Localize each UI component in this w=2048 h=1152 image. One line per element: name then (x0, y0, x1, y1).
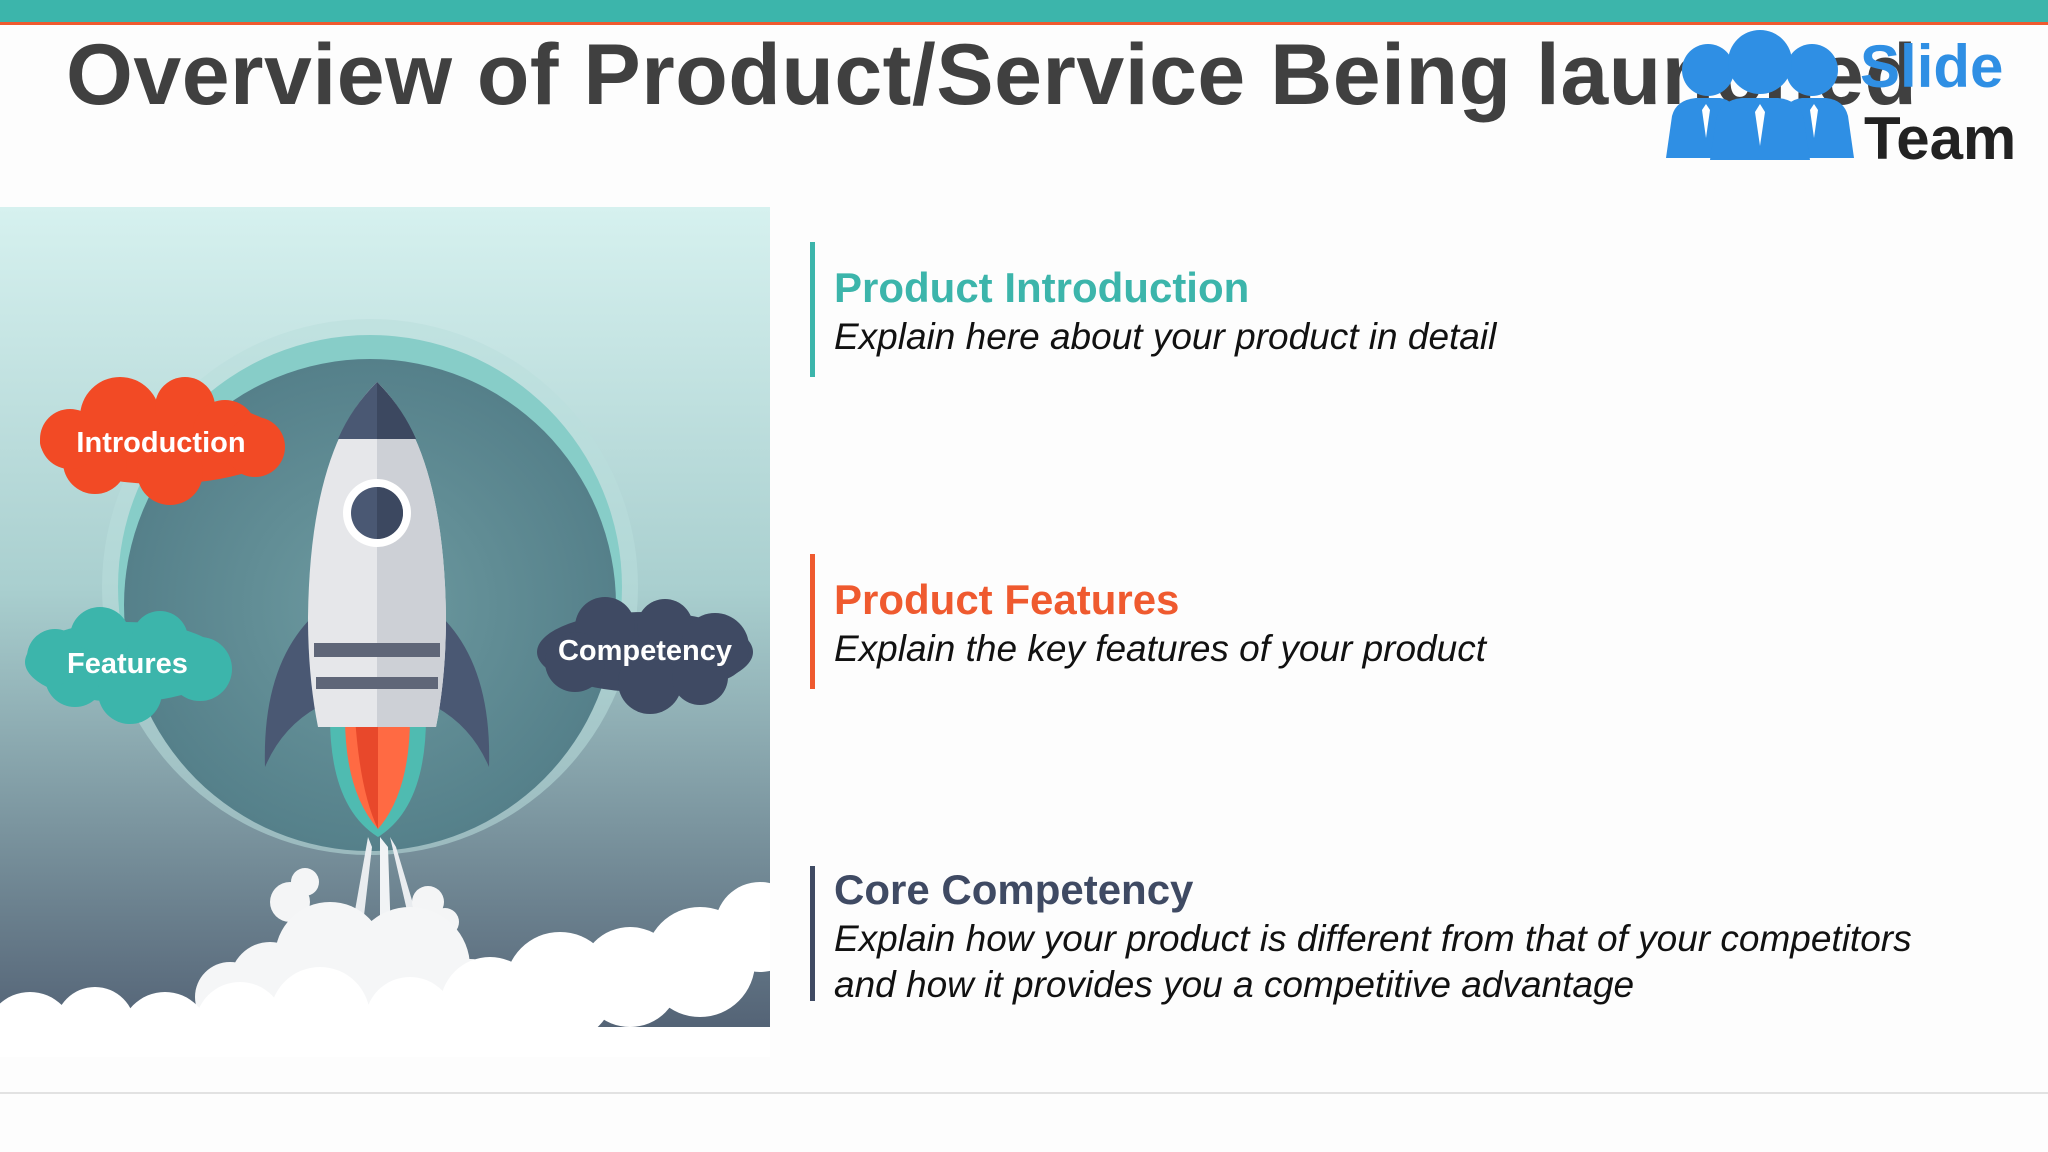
footer-divider (0, 1092, 2048, 1094)
cloud-features (25, 607, 232, 724)
slide-title: Overview of Product/Service Being launch… (66, 27, 1918, 123)
section-description-line-2: and how it provides you a competitive ad… (834, 964, 1635, 1005)
section-description: Explain the key features of your product (834, 628, 1486, 669)
section-description-line-1: Explain how your product is different fr… (834, 918, 1912, 959)
top-accent-line (0, 22, 2048, 25)
section-accent-bar (810, 866, 815, 1001)
rocket-illustration: Introduction Features Competency (0, 207, 770, 1057)
top-accent-bar (0, 0, 2048, 22)
cloud-label-introduction: Introduction (76, 427, 246, 459)
logo-text-team: Team (1864, 105, 2017, 172)
section-accent-bar (810, 242, 815, 377)
section-description: Explain here about your product in detai… (834, 316, 1497, 357)
cloud-competency (537, 597, 753, 714)
cloud-introduction (40, 377, 285, 505)
people-group-icon (1666, 30, 1854, 160)
section-heading: Product Features (834, 576, 1180, 623)
section-accent-bar (810, 554, 815, 689)
cloud-label-features: Features (67, 648, 188, 680)
section-heading: Core Competency (834, 866, 1194, 913)
logo-text-slide: Slide (1860, 33, 2004, 100)
cloud-label-competency: Competency (557, 635, 733, 667)
slideteam-logo: Slide Team (1660, 28, 2030, 172)
section-heading: Product Introduction (834, 264, 1250, 311)
rocket-launch-icon (0, 207, 770, 1057)
